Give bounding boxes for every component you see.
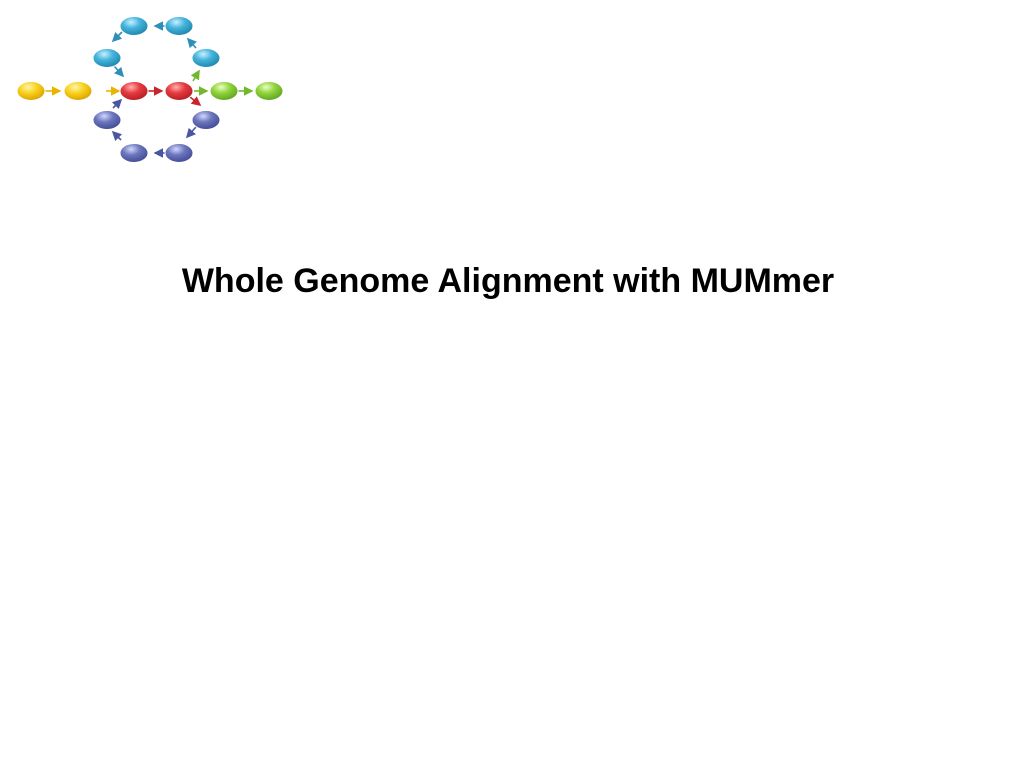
genome-graph-logo-icon: [16, 16, 284, 163]
slide-title: Whole Genome Alignment with MUMmer: [181, 262, 835, 300]
